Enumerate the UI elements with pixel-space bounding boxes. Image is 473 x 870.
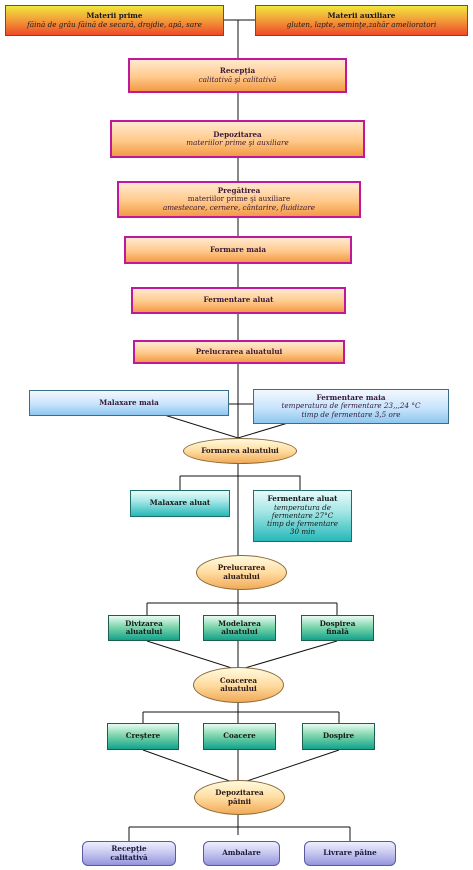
divizarea-box: Divizarea aluatului [108, 615, 180, 641]
depozitarea-box: Depozitarea materiilor prime şi auxiliar… [110, 120, 365, 158]
materii-auxiliare-subtitle: gluten, lapte, seminţe,zahăr ameliorator… [286, 19, 437, 29]
fermentare-aluat-2-line4: 30 min [289, 527, 316, 537]
fermentare-aluat-2-line3: timp de fermentare [267, 519, 338, 529]
materii-prime-title: Materii prime [86, 11, 143, 21]
dospire-box: Dospire [302, 723, 375, 750]
receptie-calitativa-line1: Recepţie [111, 844, 147, 854]
depozitarea-title: Depozitarea [213, 129, 262, 139]
coacere-box: Coacere [203, 723, 276, 750]
receptie-calitativa-box: Recepţie calitativă [82, 841, 176, 866]
pregatirea-operations: amestecare, cernere, cântarire, fluidiza… [162, 202, 316, 212]
fermentare-aluat-2-title: Fermentare aluat [267, 494, 338, 504]
receptia-subtitle: calitativă şi calitativă [198, 74, 277, 84]
divizarea-line1: Divizarea [125, 618, 163, 628]
prelucrarea-aluatului-oval-line2: aluatului [223, 571, 260, 581]
pregatirea-box: Pregătirea materiilor prime şi auxiliare… [117, 181, 361, 218]
malaxare-maia-title: Malaxare maia [99, 397, 159, 407]
dospirea-finala-box: Dospirea finală [301, 615, 374, 641]
formarea-aluatului-oval: Formarea aluatului [183, 438, 297, 464]
fermentare-aluat-box: Fermentare aluat [131, 287, 346, 314]
pregatirea-subtitle: materiilor prime şi auxiliare [187, 194, 291, 204]
receptie-calitativa-line2: calitativă [110, 852, 148, 862]
receptia-title: Recepţia [219, 66, 256, 76]
formare-maia-box: Formare maia [124, 236, 352, 264]
malaxare-aluat-title: Malaxare aluat [149, 498, 211, 508]
dospirea-finala-line1: Dospirea [319, 618, 356, 628]
malaxare-aluat-box: Malaxare aluat [130, 490, 230, 517]
malaxare-maia-box: Malaxare maia [29, 390, 229, 416]
fermentare-aluat-title: Fermentare aluat [203, 295, 274, 305]
modelarea-line2: aluatului [221, 627, 258, 636]
dospirea-finala-line2: finală [326, 627, 349, 636]
formarea-aluatului-title: Formarea aluatului [201, 445, 279, 455]
coacere-title: Coacere [223, 731, 256, 741]
fermentare-maia-title: Fermentare maia [316, 393, 386, 403]
depozitarea-subtitle: materiilor prime şi auxiliare [186, 138, 289, 147]
fermentare-maia-box: Fermentare maia temperatura de fermentar… [253, 389, 449, 424]
prelucrarea-aluatului-title: Prelucrarea aluatului [195, 346, 283, 356]
fermentare-maia-time: timp de fermentare 3,5 ore [301, 409, 401, 419]
materii-auxiliare-title: Materii auxiliare [327, 11, 396, 21]
fermentare-maia-temperature: temperatura de fermentare 23,,,24 °C [281, 401, 421, 411]
pregatirea-title: Pregătirea [217, 186, 261, 196]
materii-prime-subtitle: făină de grâu făină de secară, drojdie, … [27, 19, 202, 29]
prelucrarea-aluatului-oval: Prelucrarea aluatului [196, 555, 287, 590]
divizarea-line2: aluatului [125, 627, 163, 636]
livrare-paine-title: Livrare pâine [323, 848, 377, 858]
prelucrarea-aluatului-box: Prelucrarea aluatului [133, 340, 345, 364]
livrare-paine-box: Livrare pâine [304, 841, 396, 866]
fermentare-aluat-2-box: Fermentare aluat temperatura de fermenta… [253, 490, 352, 542]
depozitarea-painii-line2: pâinii [227, 796, 252, 806]
modelarea-line1: Modelarea [218, 618, 261, 628]
modelarea-box: Modelarea aluatului [203, 615, 276, 641]
materii-auxiliare-box: Materii auxiliare gluten, lapte, seminţe… [255, 5, 468, 36]
fermentare-aluat-2-line1: temperatura de [274, 502, 331, 512]
coacerea-line1: Coacerea [219, 675, 258, 685]
materii-prime-box: Materii prime făină de grâu făină de sec… [5, 5, 224, 36]
coacerea-aluatului-oval: Coacerea aluatului [193, 667, 284, 703]
formare-maia-title: Formare maia [209, 244, 267, 254]
depozitarea-painii-line1: Depozitarea [215, 788, 264, 798]
dospire-title: Dospire [322, 731, 355, 741]
prelucrarea-aluatului-oval-line1: Prelucrarea [217, 563, 266, 573]
coacerea-line2: aluatului [220, 684, 257, 693]
ambalare-title: Ambalare [222, 848, 261, 858]
ambalare-box: Ambalare [203, 841, 280, 866]
receptia-box: Recepţia calitativă şi calitativă [128, 58, 347, 93]
crestere-title: Creştere [125, 731, 161, 741]
fermentare-aluat-2-line2: fermentare 27°C [271, 510, 334, 520]
crestere-box: Creştere [107, 723, 179, 750]
depozitarea-painii-oval: Depozitarea pâinii [194, 780, 285, 815]
